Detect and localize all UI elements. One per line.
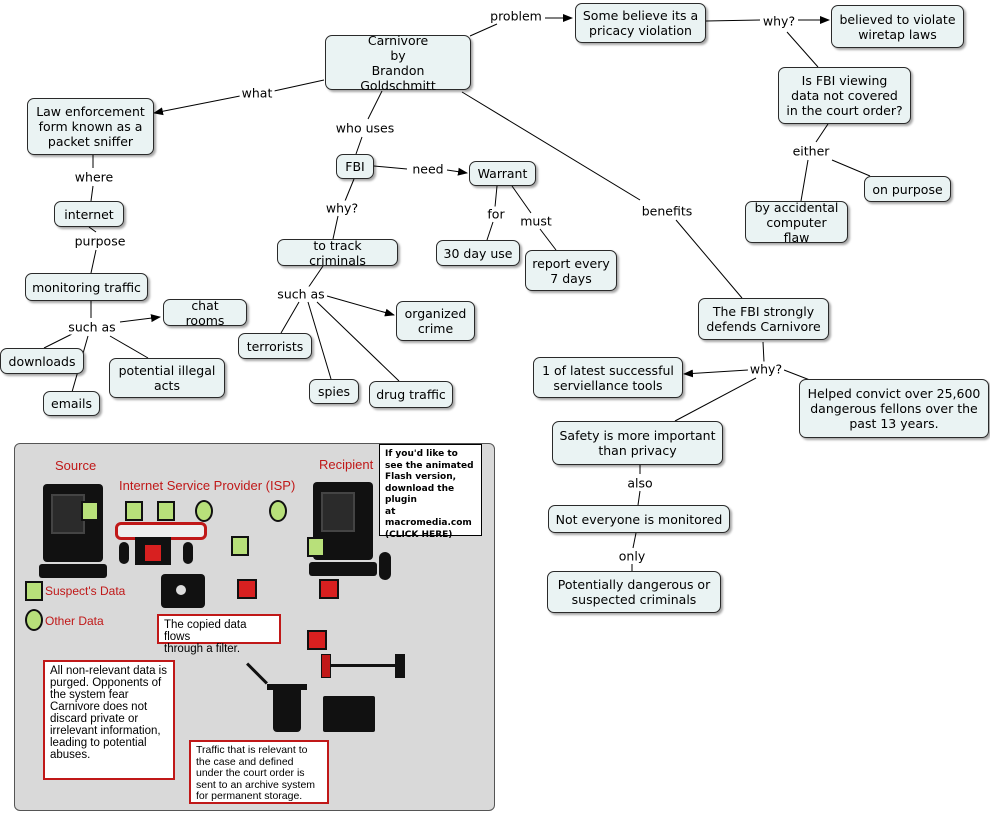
filter-bar	[327, 664, 397, 667]
node-chat-rooms[interactable]: chat rooms	[163, 298, 247, 328]
copied-data-icon	[237, 579, 257, 599]
node-potential-illegal-acts[interactable]: potential illegal acts	[109, 358, 225, 398]
suspect-data-icon	[307, 537, 325, 557]
isp-label: Internet Service Provider (ISP)	[119, 478, 296, 493]
link-also: also	[625, 475, 655, 491]
filtered-data-icon	[307, 630, 327, 650]
falling-paper	[246, 662, 268, 685]
other-data-icon	[269, 500, 287, 522]
callout-purged: All non-relevant data is purged. Opponen…	[43, 660, 175, 780]
node-emails[interactable]: emails	[43, 391, 100, 416]
legend-suspect-icon	[25, 581, 43, 601]
suspect-data-icon	[157, 501, 175, 521]
link-need: need	[410, 161, 446, 177]
node-monitoring-traffic[interactable]: monitoring traffic	[25, 273, 148, 301]
copied-data-icon	[319, 579, 339, 599]
connector-piece	[183, 542, 193, 564]
recipient-label: Recipient	[319, 457, 374, 472]
node-fbi-viewing[interactable]: Is FBI viewing data not covered in the c…	[778, 67, 911, 124]
node-organized-crime[interactable]: organized crime	[396, 301, 475, 341]
suspect-data-icon	[125, 501, 143, 521]
node-fbi[interactable]: FBI	[336, 154, 374, 179]
node-warrant[interactable]: Warrant	[469, 161, 536, 186]
node-fbi-defends[interactable]: The FBI strongly defends Carnivore	[698, 298, 829, 340]
folder-icon	[323, 696, 375, 732]
link-why-2: why?	[323, 200, 361, 216]
node-accidental[interactable]: by accidental computer flaw	[745, 200, 848, 245]
filter-post-right	[395, 654, 405, 678]
node-drug-traffic[interactable]: drug traffic	[369, 381, 453, 408]
link-purpose: purpose	[72, 233, 128, 249]
node-privacy-violation[interactable]: Some believe its a pricacy violation	[575, 3, 706, 43]
suspect-data-icon	[81, 501, 99, 521]
node-carnivore[interactable]: Carnivore by Brandon Goldschmitt	[325, 33, 471, 93]
link-such-as-2: such as	[275, 286, 327, 302]
link-either: either	[790, 143, 832, 159]
link-where: where	[72, 169, 116, 185]
link-why-1: why?	[760, 13, 798, 29]
flash-plugin-notice[interactable]: If you'd like to see the animated Flash …	[379, 444, 482, 540]
node-report-7-days[interactable]: report every 7 days	[525, 250, 617, 291]
node-track-criminals[interactable]: to track criminals	[277, 238, 398, 268]
callout-archive: Traffic that is relevant to the case and…	[189, 740, 329, 804]
node-terrorists[interactable]: terrorists	[238, 333, 312, 359]
node-on-purpose[interactable]: on purpose	[864, 176, 951, 202]
callout-filter: The copied data flows through a filter.	[157, 614, 281, 655]
connector-piece	[119, 542, 129, 564]
carnivore-illustration[interactable]: Source Internet Service Provider (ISP) R…	[14, 443, 495, 811]
legend-other-icon	[25, 609, 43, 631]
node-wiretap-laws[interactable]: believed to violate wiretap laws	[831, 5, 964, 48]
link-benefits: benefits	[639, 203, 695, 219]
legend-other-label: Other Data	[45, 614, 104, 628]
node-safety[interactable]: Safety is more important than privacy	[552, 421, 723, 465]
node-helped-convict[interactable]: Helped convict over 25,600 dangerous fel…	[799, 379, 989, 438]
link-who-uses: who uses	[333, 120, 397, 136]
trash-lid	[267, 684, 307, 690]
node-internet[interactable]: internet	[54, 201, 124, 227]
link-only: only	[616, 548, 648, 564]
link-for: for	[485, 206, 507, 222]
link-why-3: why?	[747, 361, 785, 377]
link-must: must	[518, 213, 554, 229]
link-such-as-1: such as	[66, 319, 118, 335]
other-data-icon	[195, 500, 213, 522]
link-what: what	[239, 85, 275, 101]
source-computer-icon	[39, 484, 107, 578]
legend-suspect-label: Suspect's Data	[45, 584, 126, 598]
node-dangerous-criminals[interactable]: Potentially dangerous or suspected crimi…	[547, 571, 721, 613]
node-surveillance-tools[interactable]: 1 of latest successful serviellance tool…	[533, 357, 683, 398]
node-not-everyone[interactable]: Not everyone is monitored	[548, 505, 730, 533]
node-30-day-use[interactable]: 30 day use	[436, 240, 520, 266]
copied-data-icon	[143, 543, 163, 563]
suspect-data-icon	[231, 536, 249, 556]
node-law-enforcement[interactable]: Law enforcement form known as a packet s…	[27, 98, 154, 155]
connector-piece	[379, 552, 391, 580]
camera-icon	[161, 574, 205, 608]
filter-post-left	[321, 654, 331, 678]
link-problem: problem	[488, 8, 544, 24]
trash-can-icon	[273, 688, 301, 732]
source-label: Source	[55, 458, 97, 473]
node-downloads[interactable]: downloads	[0, 348, 84, 374]
node-spies[interactable]: spies	[309, 379, 359, 404]
